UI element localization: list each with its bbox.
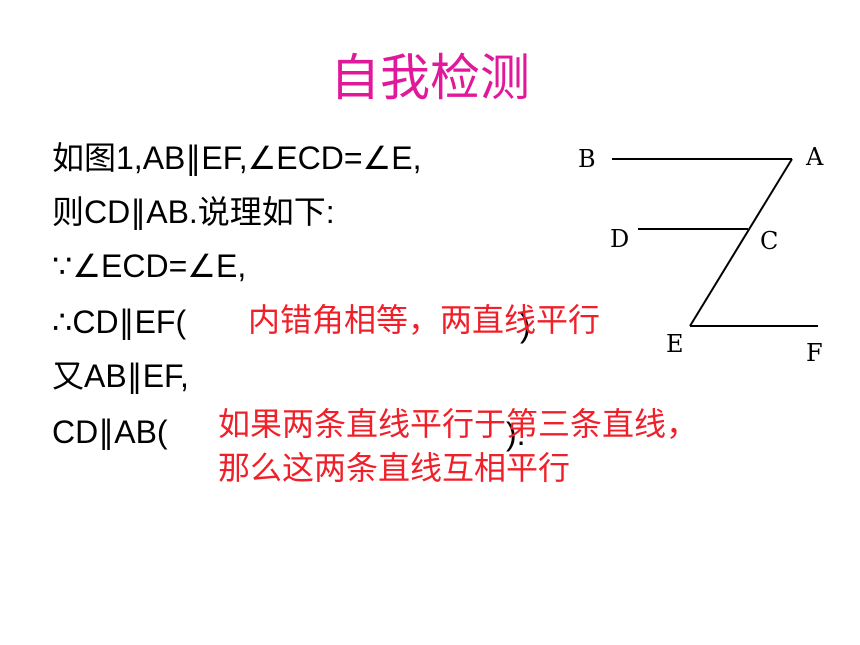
label-f: F — [806, 339, 823, 367]
geometry-figure: B A D C E F — [578, 143, 824, 367]
label-e: E — [666, 330, 684, 358]
proof-line-4: ∴CD∥EF( — [52, 304, 187, 340]
proof-line-1: 如图1,AB∥EF,∠ECD=∠E, — [52, 140, 422, 176]
proof-line-2: 则CD∥AB.说理如下: — [52, 194, 335, 230]
label-b: B — [578, 145, 596, 173]
segment-ae — [689, 158, 793, 327]
proof-line-5: 又AB∥EF, — [52, 358, 189, 394]
label-d: D — [610, 225, 629, 253]
proof-line-3: ∵∠ECD=∠E, — [52, 248, 247, 284]
page-title: 自我检测 — [330, 49, 530, 107]
proof-line-4-close-paren: ) — [520, 308, 531, 344]
proof-line-6-close: ). — [506, 416, 526, 452]
proof-line-6: CD∥AB( — [52, 414, 168, 450]
answer-reason-1: 内错角相等，两直线平行 — [248, 301, 601, 339]
label-a: A — [805, 143, 824, 171]
answer-reason-2-line-2: 那么这两条直线互相平行 — [218, 449, 571, 487]
answer-reason-2-line-1: 如果两条直线平行于第三条直线， — [218, 405, 699, 443]
label-c: C — [760, 227, 778, 255]
